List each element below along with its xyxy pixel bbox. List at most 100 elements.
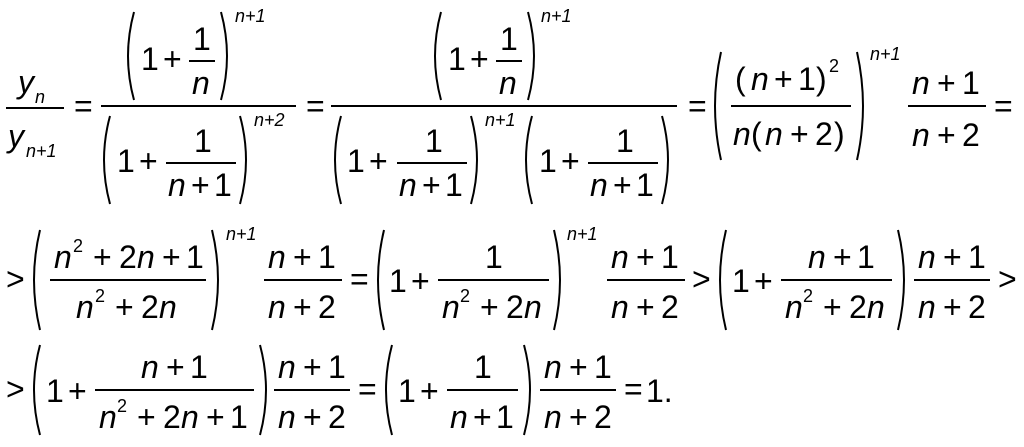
- plus-sign: +: [422, 167, 441, 203]
- fraction-2: 1 + 1 n n+1 1 + 1 n + 1 n+1 1 + 1 n + 1: [331, 6, 677, 205]
- paren-right: [470, 115, 478, 205]
- num-one: 1: [117, 143, 135, 179]
- sym-n: n: [918, 239, 936, 275]
- num-one: 1: [500, 21, 518, 57]
- num-two: 2: [328, 399, 346, 435]
- num-one: 1: [962, 65, 980, 101]
- plus-sign: +: [206, 399, 225, 435]
- bracket-group-3: 1 + 1 n 2 + 2 n n+1: [377, 224, 598, 331]
- plus-sign: +: [569, 349, 588, 385]
- equals-sign: =: [74, 88, 93, 124]
- sym-n: n: [765, 116, 783, 152]
- paren-right: [897, 229, 905, 331]
- num-one: 1: [425, 123, 443, 159]
- greater-than-sign: >: [692, 261, 711, 297]
- exponent-n-plus-1: n+1: [541, 6, 572, 26]
- sym-n: n: [544, 399, 562, 435]
- num-one: 1: [347, 143, 365, 179]
- num-one: 1: [539, 143, 557, 179]
- plus-sign: +: [561, 143, 580, 179]
- plus-sign: +: [636, 239, 655, 275]
- paren-open: (: [735, 61, 746, 97]
- greater-than-sign: >: [998, 261, 1017, 297]
- num-two: 2: [594, 399, 612, 435]
- sym-n: n: [76, 289, 94, 325]
- equals-sign: =: [624, 371, 643, 407]
- sym-n: n: [159, 289, 177, 325]
- exponent-2: 2: [829, 56, 839, 76]
- greater-than-sign: >: [6, 371, 25, 407]
- bracket-group-5: 1 + n + 1 n 2 + 2 n + 1: [33, 344, 267, 436]
- equals-sign: =: [358, 371, 377, 407]
- paren-left: [719, 229, 727, 331]
- plus-sign: +: [833, 239, 852, 275]
- num-one: 1: [190, 349, 208, 385]
- exponent-2: 2: [95, 286, 105, 306]
- plus-sign: +: [480, 289, 499, 325]
- fraction-n1-over-n2: n + 1 n + 2: [914, 239, 990, 325]
- sym-n: n: [278, 399, 296, 435]
- plus-sign: +: [166, 349, 185, 385]
- sub-n-plus-1: n+1: [26, 141, 57, 161]
- num-one: 1: [186, 239, 204, 275]
- plus-sign: +: [823, 289, 842, 325]
- plus-sign: +: [943, 239, 962, 275]
- paren-left: [127, 11, 135, 101]
- sym-n: n: [785, 289, 803, 325]
- exponent-n-plus-1: n+1: [226, 224, 257, 244]
- bracket-group-2: n 2 + 2 n + 1 n 2 + 2 n n+1: [33, 224, 257, 331]
- plus-sign: +: [163, 41, 182, 77]
- paren-right: [661, 115, 669, 205]
- paren-right: [211, 229, 219, 331]
- paren-left: [334, 115, 342, 205]
- exponent-n-plus-1: n+1: [485, 110, 516, 130]
- num-two: 2: [141, 289, 159, 325]
- plus-sign: +: [369, 143, 388, 179]
- paren-left: [385, 344, 393, 436]
- sym-n: n: [141, 349, 159, 385]
- sym-n: n: [912, 65, 930, 101]
- plus-sign: +: [937, 65, 956, 101]
- bracket-group-1: ( n + 1 ) 2 n ( n + 2 ) n+1: [714, 44, 901, 161]
- sym-y: y: [6, 118, 26, 154]
- paren-left: [103, 115, 111, 205]
- sym-n: n: [181, 399, 199, 435]
- num-two: 2: [163, 399, 181, 435]
- sym-n: n: [918, 289, 936, 325]
- paren-left: [33, 229, 41, 331]
- num-one: 1: [496, 399, 514, 435]
- paren-left: [434, 11, 442, 101]
- num-one: 1: [389, 263, 407, 299]
- plus-sign: +: [68, 373, 87, 409]
- plus-sign: +: [937, 117, 956, 153]
- exponent-n-plus-1: n+1: [567, 224, 598, 244]
- paren-right: [527, 11, 535, 101]
- sym-n: n: [168, 167, 186, 203]
- sym-n: n: [268, 239, 286, 275]
- num-two: 2: [318, 289, 336, 325]
- paren-left: [525, 115, 533, 205]
- num-one: 1: [798, 61, 816, 97]
- plus-sign: +: [943, 289, 962, 325]
- sym-n: n: [442, 289, 460, 325]
- sym-n: n: [733, 116, 751, 152]
- num-one: 1: [968, 239, 986, 275]
- plus-sign: +: [303, 349, 322, 385]
- row-2: > n 2 + 2 n + 1 n 2 + 2 n n+1 n + 1 n + …: [6, 224, 1017, 331]
- paren-close: ): [816, 61, 827, 97]
- plus-sign: +: [790, 116, 809, 152]
- paren-left: [33, 344, 41, 436]
- paren-right: [523, 344, 531, 436]
- bracket-group-4: 1 + n + 1 n 2 + 2 n: [719, 229, 905, 331]
- plus-sign: +: [191, 167, 210, 203]
- fraction-n1-over-n2: n + 1 n + 2: [264, 239, 342, 325]
- num-one: 1: [732, 263, 750, 299]
- sym-n: n: [751, 61, 769, 97]
- sym-n: n: [192, 65, 210, 101]
- num-one: 1: [857, 239, 875, 275]
- num-one: 1: [46, 373, 64, 409]
- num-one: 1: [474, 349, 492, 385]
- num-two: 2: [815, 116, 833, 152]
